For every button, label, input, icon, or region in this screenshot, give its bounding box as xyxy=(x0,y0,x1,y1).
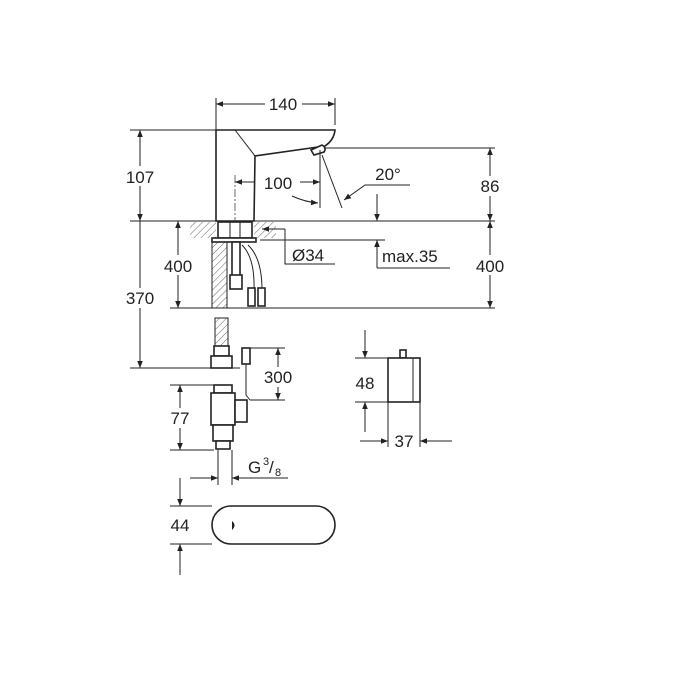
dim-400-left: 400 xyxy=(164,257,192,276)
mounting-hardware xyxy=(190,221,276,309)
dim-100: 100 xyxy=(264,174,292,193)
dim-thread-num: 3 xyxy=(263,456,269,468)
dim-48: 48 xyxy=(356,374,375,393)
dim-300: 300 xyxy=(264,368,292,387)
dim-107: 107 xyxy=(126,168,154,187)
dim-77: 77 xyxy=(171,409,190,428)
sensor-window xyxy=(211,505,336,545)
dimension-labels: 140 107 370 100 20° 86 400 400 Ø34 max.3… xyxy=(121,95,512,535)
dim-37: 37 xyxy=(395,432,414,451)
dim-44: 44 xyxy=(171,516,190,535)
valve-assembly xyxy=(210,317,251,450)
control-box xyxy=(387,349,421,403)
dim-diameter-34: Ø34 xyxy=(292,246,324,265)
faucet-body xyxy=(215,129,343,240)
dim-thread-slash: / xyxy=(269,458,274,477)
dim-max-35: max.35 xyxy=(382,247,438,266)
dim-370: 370 xyxy=(126,289,154,308)
dimension-lines xyxy=(137,101,493,575)
dim-140: 140 xyxy=(269,95,297,114)
dim-400-right: 400 xyxy=(476,257,504,276)
dim-20-degrees: 20° xyxy=(375,165,401,184)
dim-86: 86 xyxy=(481,177,500,196)
dim-thread-den: 8 xyxy=(275,467,281,479)
dim-thread-g: G xyxy=(248,458,261,477)
